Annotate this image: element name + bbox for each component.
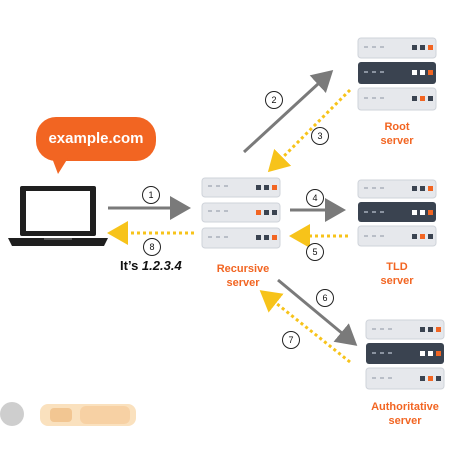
tld-server-icon (357, 179, 437, 247)
recursive-label-line2: server (226, 277, 260, 289)
authoritative-label-line1: Authoritative (371, 401, 439, 413)
authoritative-server-label: Authoritative server (360, 400, 450, 428)
root-label-line1: Root (384, 121, 410, 133)
tld-label-line1: TLD (386, 261, 408, 273)
arrow-2-recursive-to-root (242, 69, 334, 154)
step-1-label: 1 (142, 186, 160, 204)
laptop-icon (8, 186, 108, 246)
query-bubble: example.com (36, 117, 156, 161)
step-4-label: 4 (306, 189, 324, 207)
step-2-label: 2 (265, 91, 283, 109)
step-7-label: 7 (282, 331, 300, 349)
root-server-icon (357, 37, 437, 111)
recursive-server-icon (201, 177, 281, 249)
step-6-label: 6 (316, 289, 334, 307)
tld-label-line2: server (380, 275, 414, 287)
step-3-label: 3 (311, 127, 329, 145)
bubble-tail (52, 158, 68, 174)
arrow-3-root-to-recursive (267, 88, 352, 173)
blurred-watermark (0, 402, 136, 426)
tld-server-label: TLD server (366, 260, 428, 288)
root-label-line2: server (380, 135, 414, 147)
authoritative-label-line2: server (388, 415, 422, 427)
arrow-6-recursive-to-authoritative (277, 278, 358, 346)
answer-prefix: It’s (120, 258, 142, 273)
step-8-label: 8 (143, 238, 161, 256)
root-server-label: Root server (366, 120, 428, 148)
recursive-server-label: Recursive server (206, 262, 280, 290)
step-5-label: 5 (306, 243, 324, 261)
arrow-7-authoritative-to-recursive (259, 290, 351, 364)
recursive-label-line1: Recursive (216, 263, 270, 275)
authoritative-server-icon (365, 319, 445, 390)
answer-text: It’s 1.2.3.4 (120, 258, 182, 273)
query-text: example.com (48, 130, 144, 147)
answer-ip: 1.2.3.4 (141, 258, 182, 273)
